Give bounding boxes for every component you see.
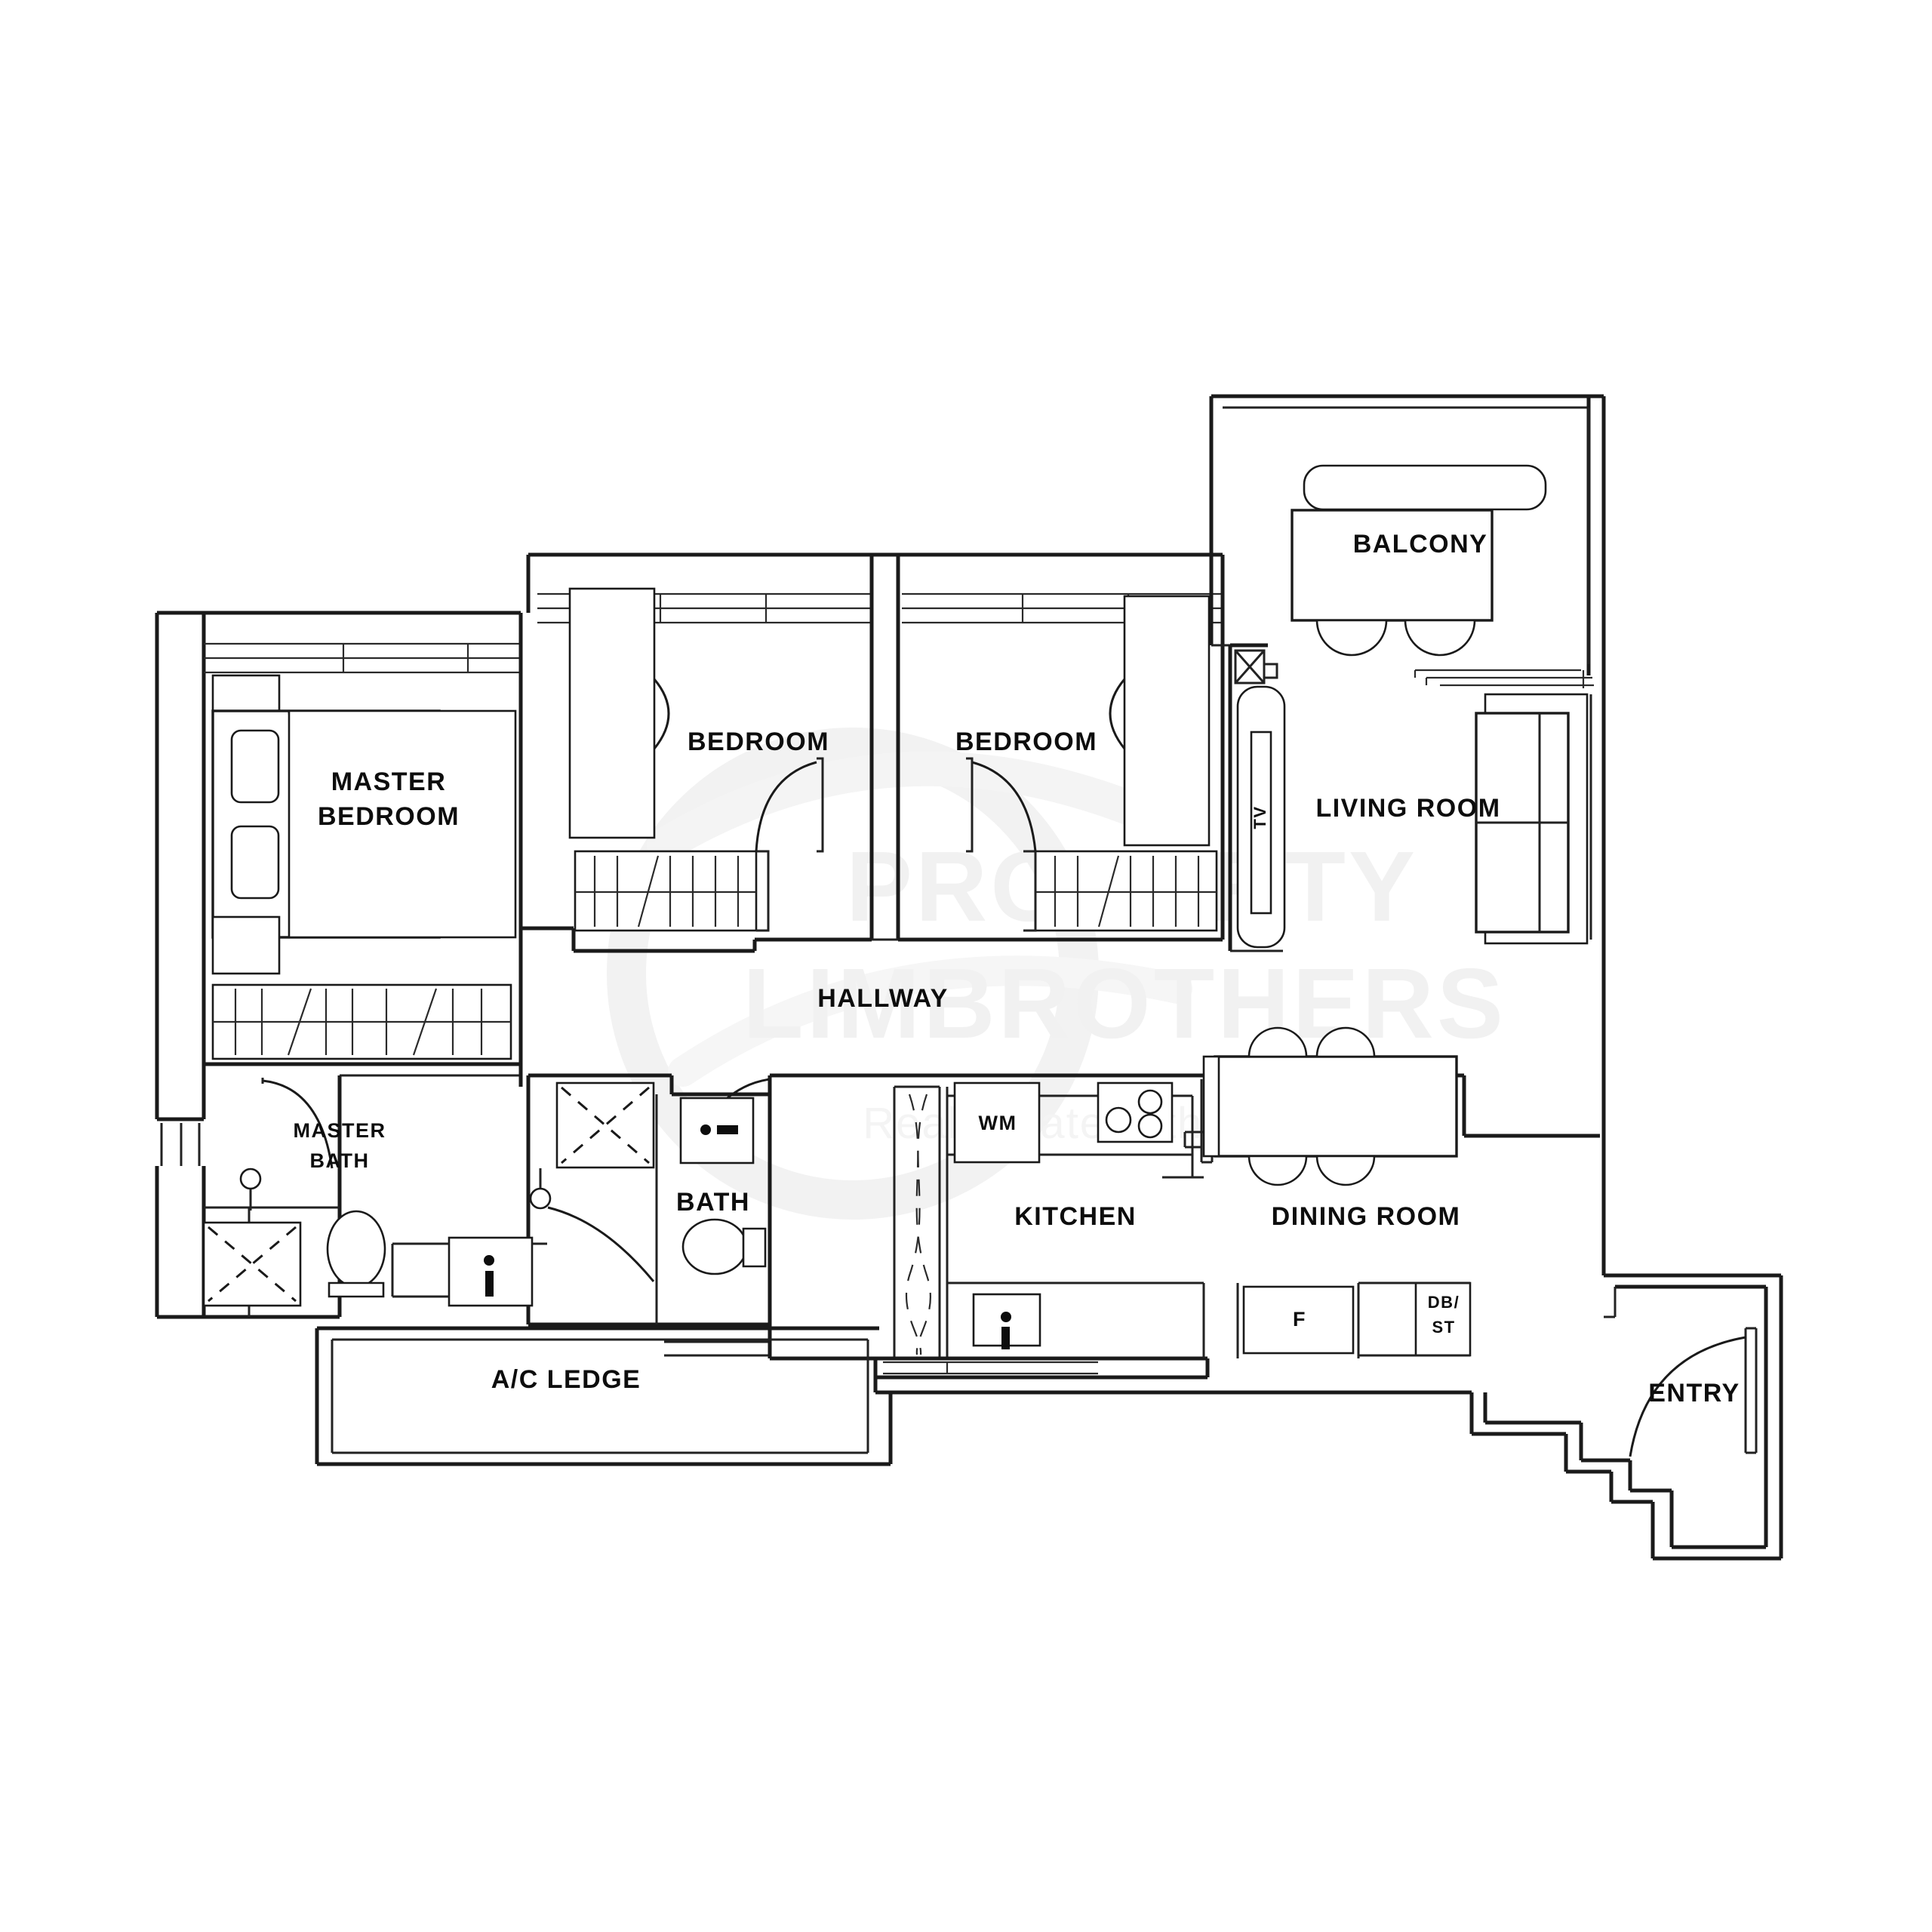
label-dining-room: DINING ROOM (1272, 1202, 1461, 1231)
label-washing-machine: WM (979, 1112, 1017, 1134)
label-tv: TV (1251, 805, 1269, 829)
bedroom-3-furniture (966, 595, 1218, 932)
bedroom-3-wardrobe (1023, 850, 1218, 932)
dining-room-furniture (1202, 1026, 1472, 1358)
label-bedroom-3: BEDROOM (955, 728, 1097, 756)
label-master-bath-line1: MASTER (294, 1119, 386, 1142)
db-st-cupboard (1414, 1281, 1472, 1357)
bedroom-2-furniture (568, 587, 824, 932)
entry-door-swing (1629, 1336, 1746, 1457)
label-master-bedroom-line1: MASTER (331, 768, 447, 796)
bath-toilet-bowl (681, 1218, 748, 1275)
label-db-st-line1: DB/ (1428, 1293, 1460, 1312)
washing-machine (953, 1081, 1041, 1164)
dining-island (1214, 1055, 1458, 1158)
kitchen-fixtures (883, 1081, 1205, 1375)
label-master-bath-line2: BATH (310, 1149, 370, 1172)
structural-walls (155, 394, 1783, 1561)
mattress (288, 709, 517, 939)
balcony-table (1291, 509, 1494, 622)
label-ac-ledge: A/C LEDGE (491, 1365, 641, 1394)
nightstand-bottom (211, 915, 281, 975)
bed-3 (1123, 595, 1211, 847)
label-living-room: LIVING ROOM (1315, 794, 1500, 823)
dining-chair-4 (1315, 1155, 1376, 1186)
master-bedroom-furniture (211, 674, 517, 1060)
master-shower-tray (202, 1221, 302, 1307)
label-entry: ENTRY (1648, 1379, 1740, 1407)
appliance-labels: WM F DB/ ST TV (979, 805, 1460, 1337)
watermark-line2: LIMBROTHERS (743, 948, 1506, 1059)
label-hallway: HALLWAY (817, 984, 949, 1013)
label-bedroom-2: BEDROOM (688, 728, 829, 756)
bedroom-2-wardrobe (574, 850, 770, 932)
dining-chair-3 (1247, 1155, 1308, 1186)
living-room-furniture (1236, 685, 1589, 949)
label-db-st-line2: ST (1432, 1318, 1455, 1337)
label-master-bedroom-line2: BEDROOM (318, 802, 460, 831)
master-wardrobe (211, 983, 512, 1060)
bedroom-2-door-swing (755, 761, 817, 852)
pillow-1 (230, 729, 280, 804)
balcony-chair-1 (1315, 619, 1388, 657)
label-balcony: BALCONY (1353, 530, 1488, 558)
master-bath-fixtures (202, 1078, 547, 1307)
label-kitchen: KITCHEN (1014, 1202, 1137, 1231)
bath-fixtures (529, 1078, 771, 1282)
bed-2-round (653, 678, 670, 749)
room-labels: MASTER BEDROOM BEDROOM BEDROOM MASTER BA… (294, 530, 1740, 1407)
master-bath-door-swing (262, 1079, 334, 1169)
fridge (1242, 1285, 1355, 1355)
dining-chair-1 (1247, 1026, 1308, 1058)
bed-2 (568, 587, 656, 839)
entry-door (1629, 1336, 1746, 1457)
bed-3-round (1109, 678, 1126, 749)
dining-chair-2 (1315, 1026, 1376, 1058)
bath-shower-door-swing (547, 1206, 655, 1282)
tv-unit (1250, 731, 1272, 915)
label-bath: BATH (676, 1188, 750, 1217)
bedroom-3-door-swing (971, 761, 1037, 852)
balcony-furniture (1291, 464, 1547, 657)
pillow-2 (230, 825, 280, 900)
bath-shower-tray (555, 1081, 655, 1169)
balcony-chair-2 (1404, 619, 1476, 657)
label-fridge: F (1293, 1308, 1306, 1331)
master-toilet-bowl (326, 1210, 386, 1288)
balcony-bench (1303, 464, 1547, 511)
